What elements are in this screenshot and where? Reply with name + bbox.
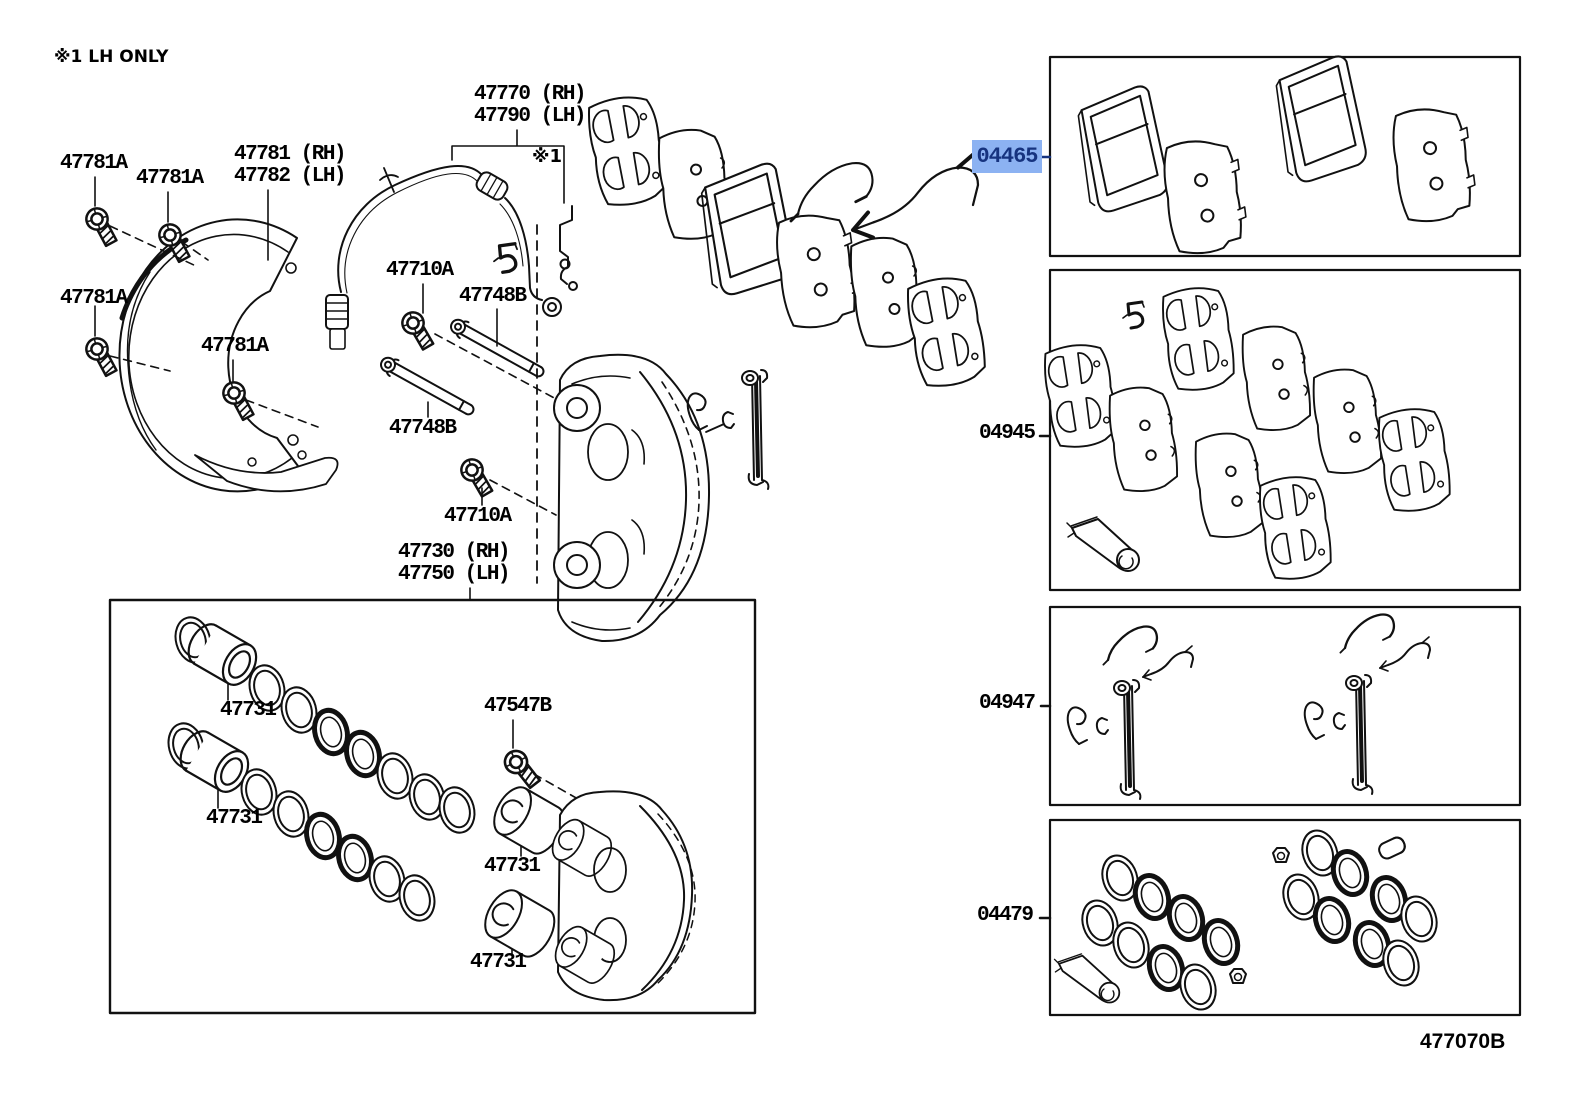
callout-04945[interactable]: 04945 [979, 422, 1036, 445]
callout-47781-rh[interactable]: 47781 (RH) [234, 143, 347, 166]
wear-sensor-bracket-lines [451, 129, 578, 584]
callout-47748b-2[interactable]: 47748B [389, 417, 457, 440]
piston-chain-lower [162, 718, 563, 964]
callout-47731-3[interactable]: 47731 [484, 855, 541, 878]
callout-47790-lh[interactable]: 47790 (LH) [474, 105, 587, 128]
kit-box-04465 [1048, 53, 1522, 258]
callout-47710a-1[interactable]: 47710A [386, 259, 454, 282]
caliper-bolts-pins [376, 283, 559, 516]
callout-47781a-1[interactable]: 47781A [60, 152, 128, 175]
callout-47781a-4[interactable]: 47781A [201, 335, 269, 358]
callout-47731-4[interactable]: 47731 [470, 951, 527, 974]
callout-47781a-2[interactable]: 47781A [136, 167, 204, 190]
callout-47547b[interactable]: 47547B [484, 695, 552, 718]
dust-shield-drawing [118, 218, 339, 493]
pads-row-drawing [583, 91, 991, 392]
dust-shield-bolts [77, 176, 319, 428]
kit-box-04945 [1040, 268, 1522, 592]
bleeder-plug-drawing [497, 719, 579, 800]
caliper-small-drawing [545, 790, 696, 1002]
callout-47781a-3[interactable]: 47781A [60, 287, 128, 310]
callout-47748b-1[interactable]: 47748B [459, 285, 527, 308]
kit-box-04947 [1048, 605, 1522, 807]
callout-04479[interactable]: 04479 [977, 904, 1034, 927]
piston-chain-upper [169, 612, 572, 861]
callout-04465-selected[interactable]: 04465 [972, 140, 1042, 173]
ref-mark-1: ※1 [532, 146, 563, 167]
fitting-parts-main [686, 368, 771, 491]
callout-47710a-2[interactable]: 47710A [444, 505, 512, 528]
callout-47731-2[interactable]: 47731 [206, 807, 263, 830]
kit-label-ticks [1038, 155, 1052, 920]
kit-box-04479 [1048, 818, 1522, 1017]
callout-47770-rh[interactable]: 47770 (RH) [474, 83, 587, 106]
callout-47782-lh[interactable]: 47782 (LH) [234, 165, 347, 188]
figure-code: 477070B [1420, 1030, 1506, 1053]
callout-04947[interactable]: 04947 [979, 692, 1036, 715]
caliper-box [108, 587, 757, 1015]
callout-47730-rh[interactable]: 47730 (RH) [398, 541, 511, 564]
wear-sensor-wire-drawing [325, 164, 562, 350]
callout-47750-lh[interactable]: 47750 (LH) [398, 563, 511, 586]
callout-47731-1[interactable]: 47731 [220, 699, 277, 722]
caliper-drawing [553, 353, 711, 643]
lh-only-note: ※1 LH ONLY [54, 47, 169, 67]
